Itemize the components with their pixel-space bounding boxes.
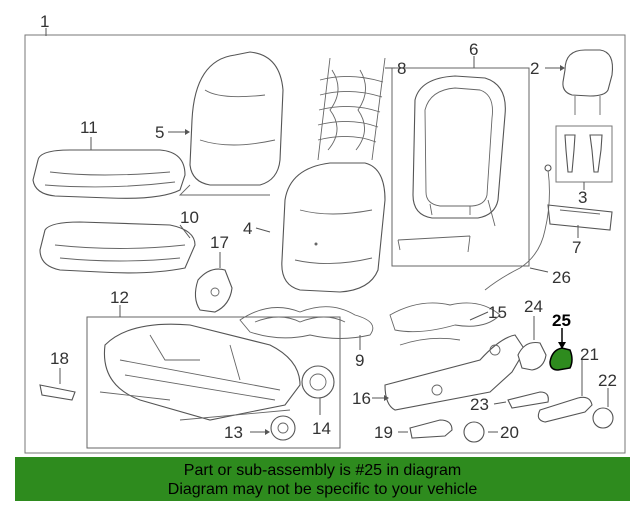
callout-14: 14 [312, 419, 331, 438]
callout-2: 2 [530, 59, 539, 78]
callout-15: 15 [488, 303, 507, 322]
part-25-highlighted-cover[interactable] [549, 347, 573, 371]
callout-20: 20 [500, 423, 519, 442]
part-10-cushion-cover[interactable] [39, 221, 196, 274]
callout-23: 23 [470, 395, 489, 414]
part-18-trim-cap[interactable] [39, 384, 76, 401]
callout-10: 10 [180, 208, 199, 227]
part-9-wire-harness[interactable] [239, 306, 374, 339]
banner-line-part: Part or sub-assembly is #25 in diagram [183, 462, 462, 479]
info-banner: Part or sub-assembly is #25 in diagram D… [15, 457, 630, 501]
group-box-12 [86, 316, 341, 449]
callout-26: 26 [552, 268, 571, 287]
part-15-harness[interactable] [389, 302, 501, 346]
callout-13: 13 [224, 423, 243, 442]
part-16-side-shield[interactable] [384, 334, 526, 411]
part-4-backrest-cover[interactable] [281, 162, 386, 293]
part-13-actuator[interactable] [270, 415, 296, 441]
part-21-recliner-handle[interactable] [537, 396, 593, 423]
part-24-knob[interactable] [517, 341, 547, 371]
part-7-trim-panel[interactable] [547, 204, 613, 231]
part-11-cushion-pad[interactable] [32, 149, 186, 199]
part-19-handle[interactable] [409, 419, 453, 439]
banner-line-disclaimer: Diagram may not be specific to your vehi… [167, 481, 478, 498]
group-box-3 [555, 125, 613, 183]
callout-16: 16 [352, 389, 371, 408]
callout-12: 12 [110, 288, 129, 307]
part-12-seat-track[interactable] [99, 323, 301, 421]
callout-21: 21 [580, 345, 599, 364]
callout-24: 24 [524, 297, 543, 316]
part-26-cable[interactable] [484, 164, 552, 291]
callout-1: 1 [40, 12, 49, 31]
callout-7: 7 [572, 238, 581, 257]
callout-4: 4 [243, 219, 252, 238]
callout-19: 19 [374, 423, 393, 442]
part-22-cap[interactable] [592, 407, 614, 429]
seat-parts-diagram: 1 2 3 4 5 6 7 8 9 10 11 12 13 14 15 16 1… [24, 12, 626, 454]
part-8-spring-mat[interactable] [317, 57, 386, 161]
part-20-knob[interactable] [463, 421, 485, 443]
callout-11: 11 [80, 118, 98, 137]
part-6-seatback-frame[interactable] [397, 75, 506, 253]
part-14-motor[interactable] [301, 365, 335, 399]
group-box-6 [391, 67, 530, 267]
callout-9: 9 [355, 351, 364, 370]
callout-6: 6 [469, 40, 478, 59]
part-5-backrest-pad[interactable] [178, 51, 284, 196]
callout-18: 18 [50, 349, 69, 368]
callout-8: 8 [397, 59, 406, 78]
part-17-bracket[interactable] [194, 268, 233, 313]
callout-3: 3 [578, 188, 587, 207]
part-3-headrest-guides[interactable] [564, 134, 603, 173]
callout-22: 22 [598, 371, 617, 390]
callout-5: 5 [155, 123, 164, 142]
callout-17: 17 [210, 233, 229, 252]
callout-25[interactable]: 25 [552, 311, 571, 330]
part-2-headrest[interactable] [562, 49, 614, 115]
assembly-frame [24, 34, 626, 454]
part-23-lever[interactable] [507, 391, 549, 409]
